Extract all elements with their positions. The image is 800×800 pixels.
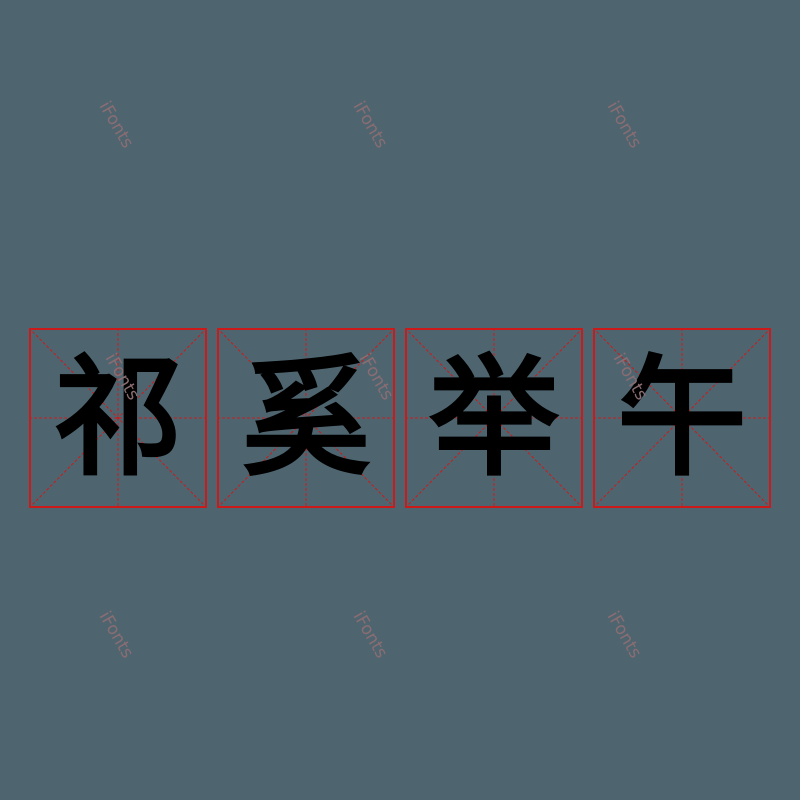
character-box-1: 祁 (29, 328, 207, 508)
grid-lines-icon (29, 328, 207, 508)
watermark: iFonts (348, 608, 392, 662)
watermark: iFonts (602, 98, 646, 152)
character-glyph: 祁 (52, 342, 183, 494)
watermark: iFonts (94, 98, 138, 152)
character-glyph: 举 (428, 342, 559, 494)
character-box-2: 奚 (217, 328, 395, 508)
grid-lines-icon (405, 328, 583, 508)
character-box-4: 午 (593, 328, 771, 508)
character-box-3: 举 (405, 328, 583, 508)
grid-lines-icon (217, 328, 395, 508)
watermark: iFonts (348, 98, 392, 152)
character-glyph: 奚 (240, 342, 371, 494)
character-glyph: 午 (616, 342, 747, 494)
grid-lines-icon (593, 328, 771, 508)
watermark: iFonts (94, 608, 138, 662)
watermark: iFonts (602, 608, 646, 662)
